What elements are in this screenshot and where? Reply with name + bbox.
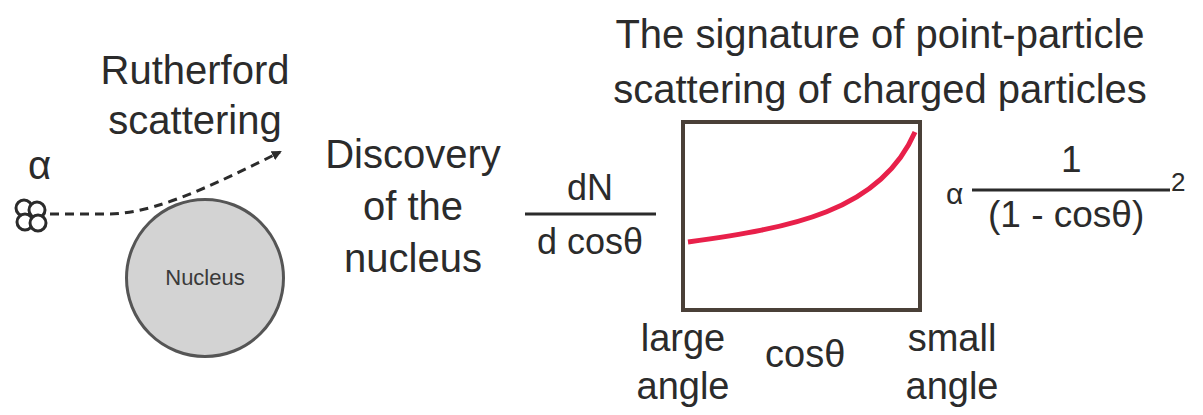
note-label: Discovery of the nucleus xyxy=(313,128,513,284)
particle-label: α xyxy=(28,140,51,190)
scattering-trajectory xyxy=(50,152,280,214)
fraction-bar xyxy=(972,189,1170,192)
plot-frame xyxy=(683,122,920,310)
title: The signature of point-particle scatteri… xyxy=(580,7,1180,117)
axis-label: small angle xyxy=(887,314,1017,410)
numerator: dN xyxy=(567,165,613,210)
numerator: 1 xyxy=(1061,137,1082,183)
fraction-bar xyxy=(525,213,656,216)
scattering-curve xyxy=(688,132,915,242)
axis-label: cosθ xyxy=(765,331,845,379)
denominator: d cosθ xyxy=(537,219,643,264)
heading-label: Rutherford scattering xyxy=(80,45,310,145)
nucleus-circle: Nucleus xyxy=(125,198,285,358)
node-label: Nucleus xyxy=(165,265,244,291)
axis-label: large angle xyxy=(618,314,748,410)
alpha-particle xyxy=(16,200,46,231)
proportional-sign: α xyxy=(946,175,963,213)
denominator: (1 - cosθ) xyxy=(988,192,1144,238)
exponent: 2 xyxy=(1171,166,1185,199)
